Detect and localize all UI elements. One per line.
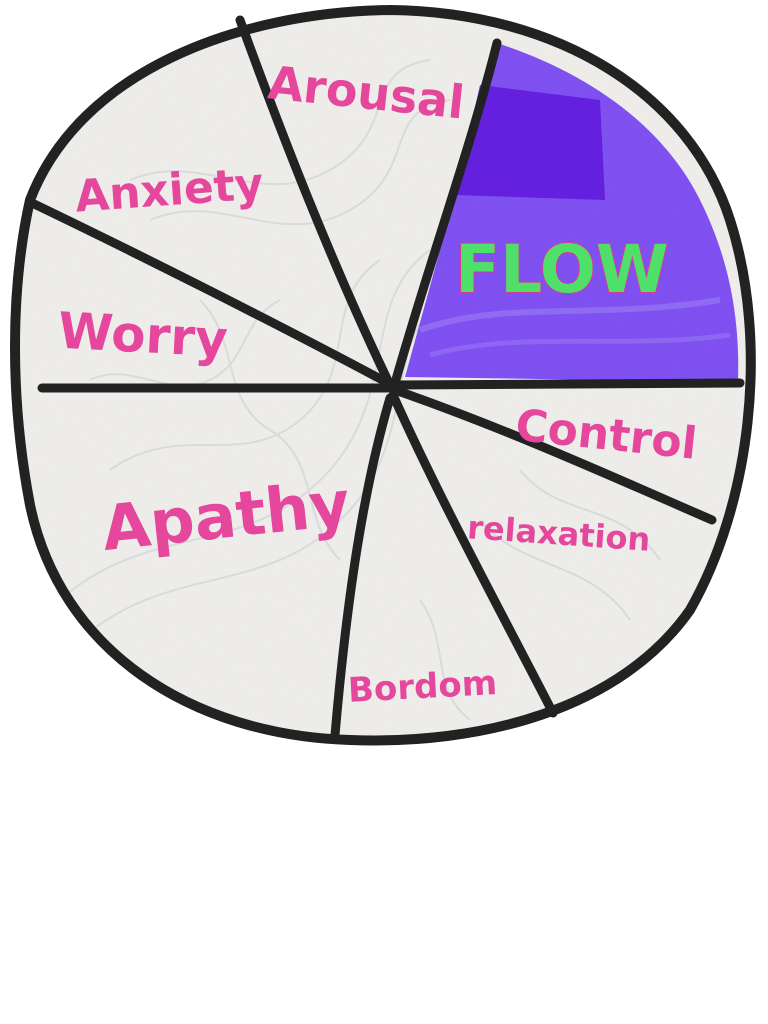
segment-label-worry: Worry <box>57 302 229 369</box>
segment-label-flow: FLOW <box>455 231 669 308</box>
segment-label-boredom: Bordom <box>347 663 498 711</box>
wedge-dividers <box>25 15 745 740</box>
wheel-outline <box>10 4 756 746</box>
